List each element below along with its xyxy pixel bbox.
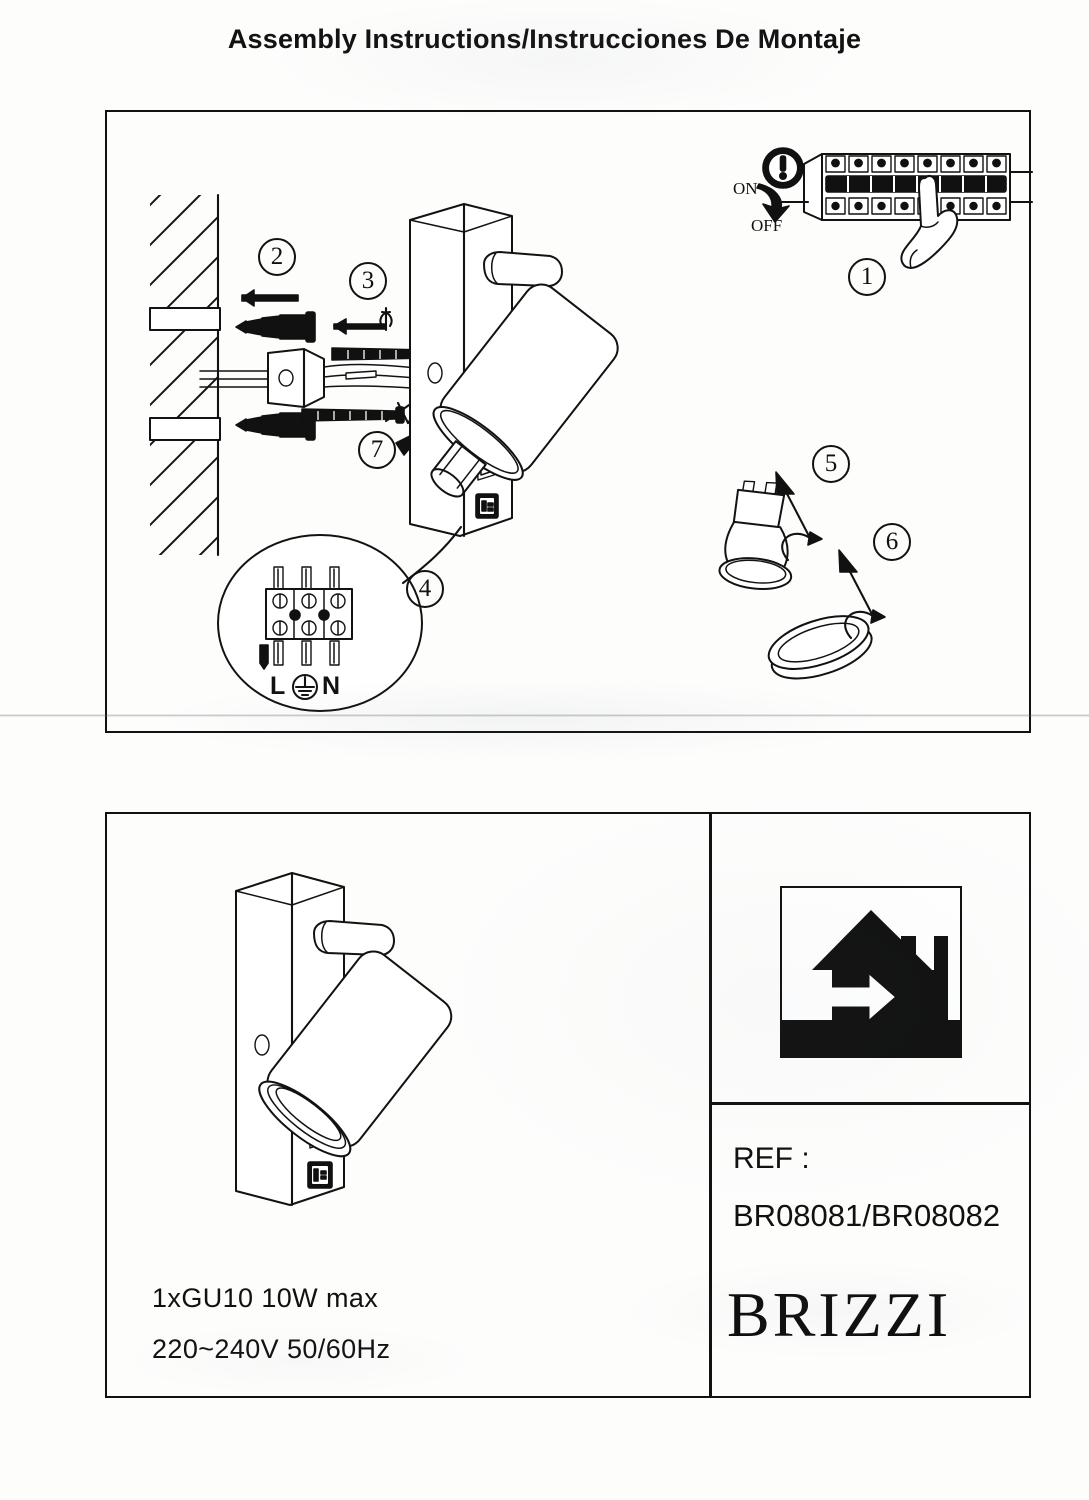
step-badge-7: 7	[358, 431, 396, 469]
step-badge-1: 1	[848, 258, 886, 296]
installation-steps-panel	[105, 110, 1031, 733]
step-badge-5: 5	[812, 445, 850, 483]
hand-pressing-breaker	[900, 175, 959, 269]
ref-label: REF :	[733, 1142, 810, 1175]
step-badge-2: 2	[258, 238, 296, 276]
breaker-on-label: ON	[733, 179, 758, 198]
indoor-use-only-icon	[780, 886, 962, 1058]
drilled-holes	[149, 307, 221, 441]
wall-plug-upper	[235, 289, 316, 343]
mounting-bracket	[199, 347, 429, 409]
gu10-lamp	[718, 480, 793, 590]
step-number-7: 7	[370, 436, 384, 463]
step-badge-6: 6	[873, 523, 911, 561]
exclamation-circle-icon	[762, 147, 804, 189]
mounting-screw-body-lower	[301, 406, 405, 424]
terminal-label-live: L	[270, 672, 286, 700]
step-number-1: 1	[860, 263, 874, 290]
on-off-arrow	[756, 183, 790, 223]
step-number-3: 3	[361, 267, 375, 294]
bottom-panel-vertical-divider	[709, 812, 712, 1398]
spotlight-head-top	[430, 251, 619, 498]
step-number-2: 2	[270, 243, 284, 270]
step-5-arrow	[775, 471, 823, 562]
breaker-off-label: OFF	[751, 216, 783, 235]
step-badge-4: 4	[406, 570, 444, 608]
retaining-ring	[767, 615, 873, 680]
terminal-label-neutral: N	[322, 672, 341, 700]
spec-line-voltage: 220~240V 50/60Hz	[152, 1334, 391, 1364]
brand-logo: BRIZZI	[727, 1279, 952, 1350]
circuit-breaker-panel	[780, 153, 1034, 221]
step-badge-3: 3	[349, 262, 387, 300]
page-title: Assembly Instructions/Instrucciones De M…	[227, 24, 862, 54]
ref-code: BR08081/BR08082	[733, 1198, 1001, 1233]
step-number-5: 5	[824, 450, 838, 477]
terminal-block-detail	[259, 566, 353, 670]
product-spotlight-head	[258, 920, 453, 1158]
step-number-6: 6	[885, 528, 899, 555]
earth-ground-icon	[292, 674, 318, 700]
product-summary-panel	[105, 812, 1031, 1398]
bottom-panel-horizontal-divider	[709, 1102, 1031, 1105]
step-6-arrow	[838, 549, 886, 640]
wall-illustration	[150, 193, 220, 557]
step-number-4: 4	[418, 575, 432, 602]
paper-fold-crease	[0, 714, 1089, 717]
mounting-screw-upper	[333, 306, 393, 335]
spec-line-lamp: 1xGU10 10W max	[152, 1283, 379, 1313]
